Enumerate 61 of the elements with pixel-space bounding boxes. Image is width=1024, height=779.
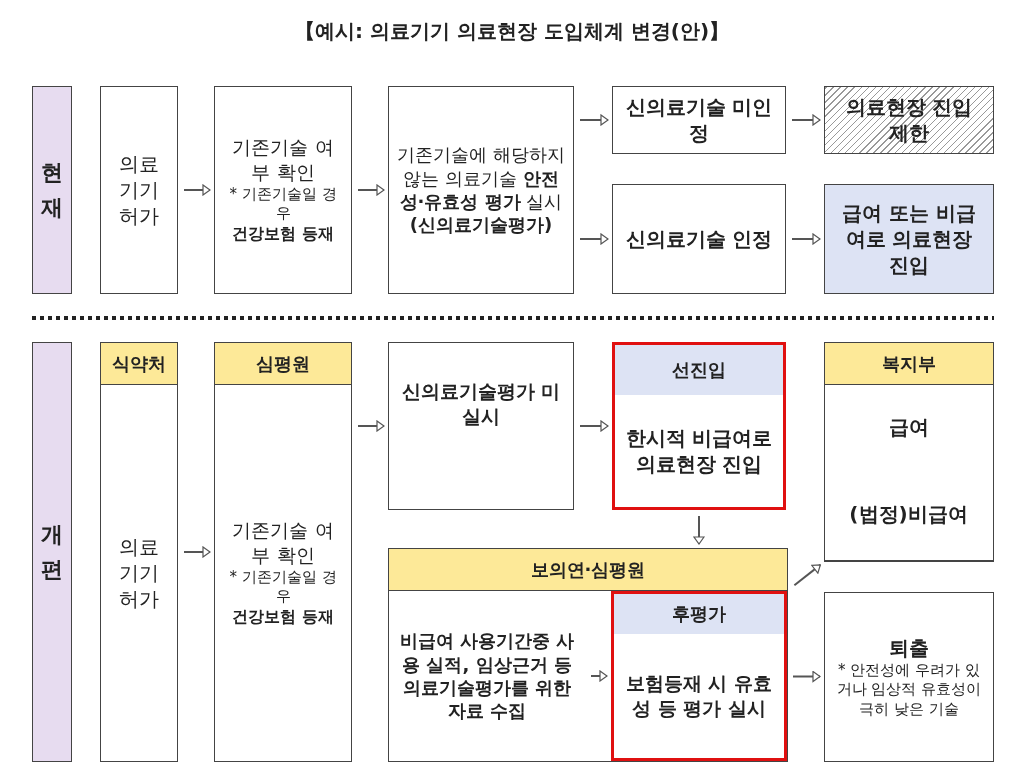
process-box (214, 86, 352, 294)
arrow (791, 233, 821, 245)
arrow (791, 114, 821, 126)
arrow (357, 184, 385, 196)
column-header: 식약처 (101, 343, 177, 385)
node-text: 보험등재 시 유효성 등 평가 실시 (624, 671, 774, 721)
group-panel (388, 548, 788, 762)
section-label (32, 86, 72, 294)
process-box (824, 86, 994, 154)
node-text: 퇴출 (889, 634, 929, 661)
node-text: 기존기술 여부 확인 (231, 518, 335, 568)
section-label-text: 현재 (41, 158, 63, 222)
diagram-title: 【예시: 의료기기 의료현장 도입체계 변경(안)】 (293, 18, 731, 45)
process-box (388, 86, 574, 294)
node-text: 급여 또는 비급여로 의료현장 진입 (841, 200, 977, 278)
node-text: 신의료기술 미인정 (624, 94, 774, 146)
footnote-text: * 기존기술일 경우 (228, 184, 338, 224)
footnote-text: * 기존기술일 경우 (228, 567, 338, 607)
section-label-text: 개편 (41, 520, 63, 584)
node-text: 건강보험 등재 (232, 606, 334, 628)
process-box (612, 86, 786, 154)
node-text: 한시적 비급여로 의료현장 진입 (624, 425, 774, 477)
node-text: 의료현장 진입 제한 (844, 94, 974, 146)
process-box (824, 592, 994, 762)
process-box (100, 342, 178, 762)
process-box (824, 184, 994, 294)
node-text: 신의료기술 인정 (625, 226, 773, 252)
node-text: 비급여 사용기간중 사용 실적, 임상근거 등 의료기술평가를 위한 자료 수집 (398, 629, 576, 723)
arrow (579, 233, 609, 245)
node-text: (법정)비급여 (849, 500, 968, 527)
section-label (32, 342, 72, 762)
node-text: 신의료기술평가 미실시 (400, 379, 562, 429)
node-text: 의료 기기 허가 (118, 534, 160, 612)
column-header: 보의연·심평원 (389, 549, 787, 591)
node-text: 기존기술 여부 확인 (231, 135, 335, 185)
process-box (611, 591, 787, 761)
column-header: 심평원 (215, 343, 351, 385)
arrow (183, 184, 211, 196)
node-text: 건강보험 등재 (232, 223, 334, 245)
arrow (693, 515, 705, 545)
process-box (612, 184, 786, 294)
group-panel (824, 342, 994, 562)
node-text: 급여 (888, 413, 929, 440)
arrow (183, 546, 211, 558)
footnote-text: * 안전성에 우려가 있거나 임상적 유효성이 극히 낮은 기술 (835, 660, 983, 720)
process-box (214, 342, 352, 762)
process-box (388, 342, 574, 510)
arrow (792, 670, 821, 683)
column-header: 후평가 (614, 594, 784, 634)
process-box (100, 86, 178, 294)
process-box (823, 467, 994, 561)
node-text: 의료 기기 허가 (118, 151, 160, 229)
process-box (612, 342, 786, 510)
arrow (579, 114, 609, 126)
arrow (357, 420, 385, 432)
column-header: 복지부 (825, 343, 993, 385)
arrow (793, 563, 822, 587)
arrow (579, 420, 609, 432)
arrow (590, 670, 608, 682)
node-text: 기존기술에 해당하지 않는 의료기술 안전성·유효성 평가 실시 (신의료기술평가) (397, 143, 565, 237)
column-header: 선진입 (615, 345, 783, 395)
